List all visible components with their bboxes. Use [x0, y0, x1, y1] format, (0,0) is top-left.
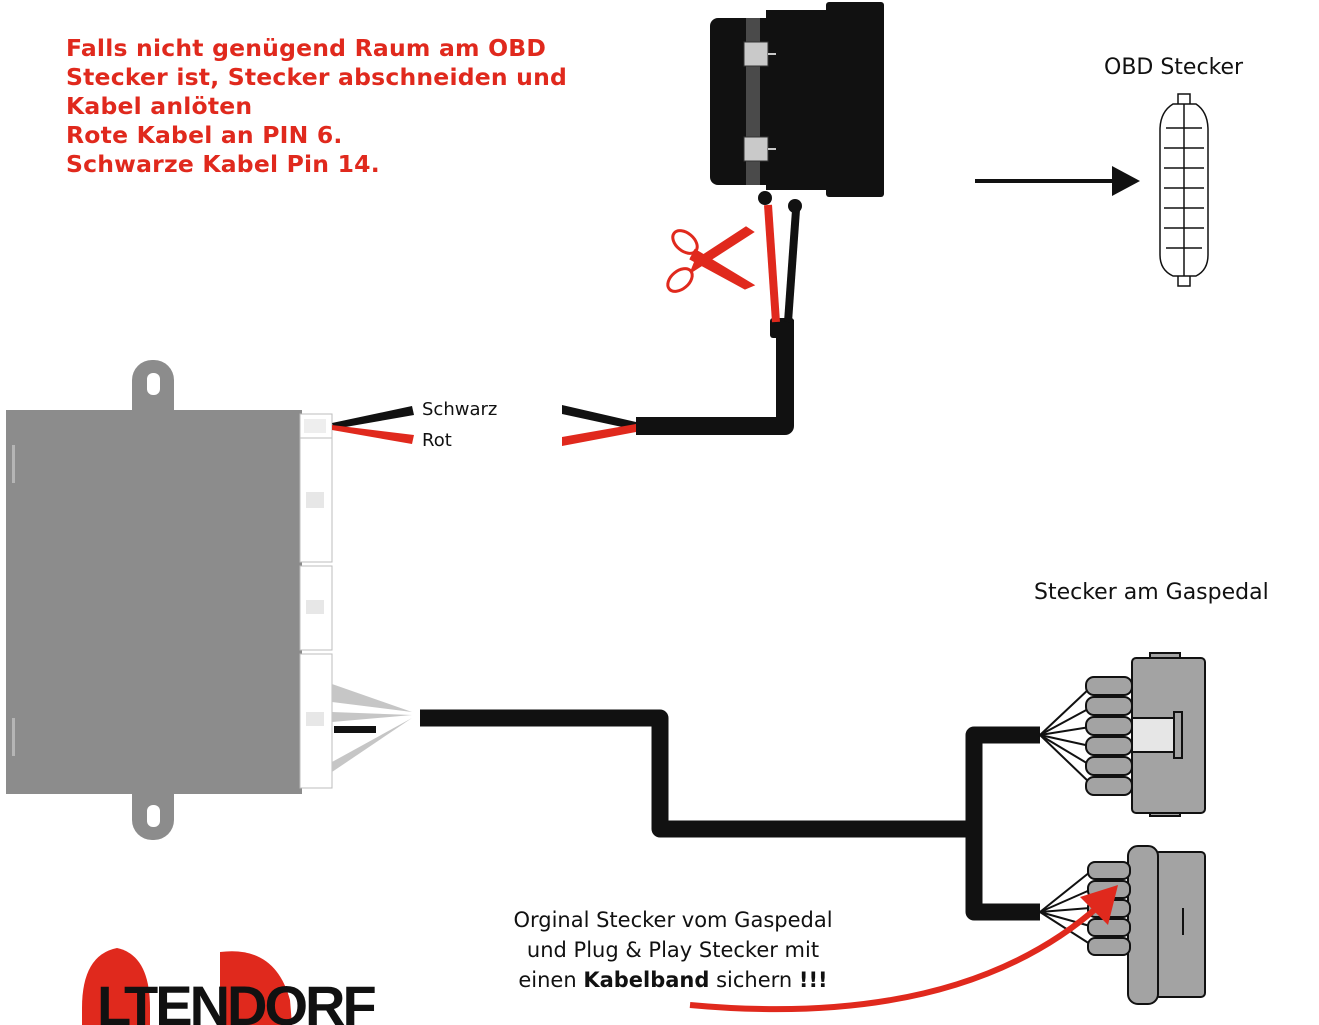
pedal-connector-original [1087, 845, 1206, 1005]
pedal-harness [332, 684, 1091, 945]
warning-text: Falls nicht genügend Raum am OBD Stecker… [66, 34, 646, 179]
note-exclamation: !!! [798, 968, 828, 992]
wire-red-label: Rot [422, 430, 452, 451]
note-emphasis: Kabelband [583, 968, 710, 992]
note-text: sichern [709, 968, 799, 992]
obd-connector-label: OBD Stecker [1104, 55, 1244, 80]
svg-text:LTENDORF: LTENDORF [97, 974, 375, 1025]
cable-tie-note: Orginal Stecker vom Gaspedal und Plug & … [438, 905, 908, 995]
pedal-connector-plug [1085, 652, 1206, 817]
warning-line: Kabel anlöten [66, 92, 253, 120]
logo: LTENDORF [82, 948, 378, 1025]
note-text: einen [518, 968, 584, 992]
obd-connector [1159, 93, 1209, 287]
pedal-connector-label: Stecker am Gaspedal [1034, 580, 1269, 605]
warning-line: Falls nicht genügend Raum am OBD [66, 34, 547, 62]
scissors-icon [666, 226, 756, 293]
warning-line: Rote Kabel an PIN 6. [66, 121, 343, 149]
note-line: einen Kabelband sichern !!! [438, 965, 908, 995]
obd-splitter-connector [710, 2, 884, 197]
arrow-right-icon [975, 166, 1140, 196]
wire-black-label: Schwarz [422, 399, 498, 420]
power-wires [332, 191, 802, 446]
warning-line: Schwarze Kabel Pin 14. [66, 150, 380, 178]
note-line: und Plug & Play Stecker mit [526, 938, 820, 962]
note-line: Orginal Stecker vom Gaspedal [513, 908, 833, 932]
warning-line: Stecker ist, Stecker abschneiden und [66, 63, 568, 91]
curved-arrow-icon [689, 885, 1118, 1013]
control-box [6, 360, 333, 840]
